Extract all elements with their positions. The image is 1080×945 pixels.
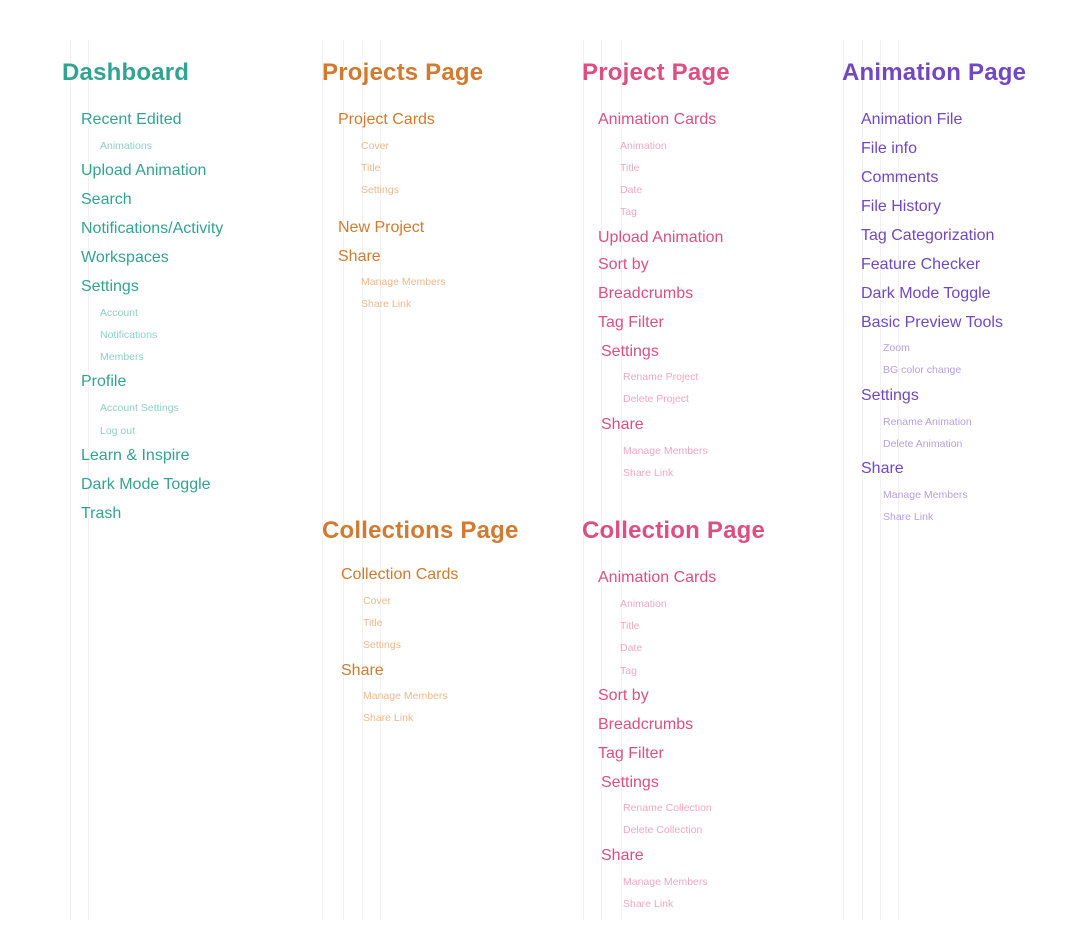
sub-item: Title [620,620,640,632]
sub-item: Cover [361,140,390,152]
guide-line [843,40,844,920]
sub-item: Notifications [100,329,158,341]
nav-item: File info [861,140,918,157]
nav-item: Trash [81,505,122,522]
guide-line [583,40,584,920]
nav-item: Settings [601,343,659,360]
nav-item: Animation Cards [598,569,717,586]
sub-item: BG color change [883,364,962,376]
nav-item: Dark Mode Toggle [81,476,211,493]
nav-item: Feature Checker [861,256,981,273]
sub-item: Tag [620,665,637,677]
sub-item: Tag [620,206,637,218]
guide-line [70,40,71,920]
nav-item: Settings [861,387,919,404]
sub-item: Title [620,162,640,174]
sub-item: Cover [363,595,392,607]
nav-item: Animation File [861,111,963,128]
guide-line [880,40,881,920]
sub-item: Delete Collection [623,824,703,836]
sub-item: Delete Animation [883,438,963,450]
nav-item: Tag Filter [598,314,664,331]
sub-item: Manage Members [623,876,708,888]
nav-item: Recent Edited [81,111,182,128]
sub-item: Rename Collection [623,802,712,814]
guide-line [343,40,344,920]
sub-item: Share Link [623,467,674,479]
sub-item: Share Link [623,898,674,910]
sub-item: Animation [620,140,667,152]
nav-item: Share [338,248,381,265]
sub-item: Animations [100,140,152,152]
nav-item: Learn & Inspire [81,447,190,464]
guide-line [898,40,899,920]
nav-item: Share [861,460,904,477]
sub-item: Title [363,617,383,629]
guide-line [380,40,381,920]
nav-item: Animation Cards [598,111,717,128]
nav-item: Sort by [598,687,649,704]
nav-item: Profile [81,373,127,390]
section-title: Collections Page [322,517,519,544]
nav-item: Settings [81,278,139,295]
nav-item: Upload Animation [81,162,207,179]
nav-item: Breadcrumbs [598,716,694,733]
sub-item: Settings [363,639,401,651]
sub-item: Animation [620,598,667,610]
sub-item: Settings [361,184,399,196]
sub-item: Log out [100,425,136,437]
sub-item: Members [100,351,144,363]
nav-item: Share [601,847,644,864]
sub-item: Manage Members [361,276,446,288]
sub-item: Share Link [363,712,414,724]
nav-item: Upload Animation [598,229,724,246]
sub-item: Rename Animation [883,416,972,428]
guide-line [88,40,89,920]
nav-item: Sort by [598,256,649,273]
section-title: Animation Page [842,59,1027,86]
nav-item: Share [341,662,384,679]
section-title: Dashboard [62,59,190,86]
sub-item: Date [620,642,643,654]
guide-line [862,40,863,920]
sub-item: Share Link [883,511,934,523]
sub-item: Manage Members [623,445,708,457]
nav-item: Project Cards [338,111,435,128]
nav-item: New Project [338,219,425,236]
nav-item: Breadcrumbs [598,285,694,302]
nav-item: Notifications/Activity [81,220,224,237]
nav-item: Basic Preview Tools [861,314,1003,331]
guide-line [621,40,622,920]
nav-item: File History [861,198,942,215]
sub-item: Manage Members [883,489,968,501]
guide-line [362,40,363,920]
sub-item: Account [100,307,138,319]
nav-item: Dark Mode Toggle [861,285,991,302]
section-title: Projects Page [322,59,484,86]
nav-item: Collection Cards [341,566,459,583]
sub-item: Zoom [883,342,910,354]
sub-item: Manage Members [363,690,448,702]
sub-item: Date [620,184,643,196]
nav-item: Tag Filter [598,745,664,762]
section-title: Project Page [582,59,730,86]
sub-item: Share Link [361,298,412,310]
nav-item: Settings [601,774,659,791]
nav-item: Share [601,416,644,433]
nav-item: Comments [861,169,939,186]
nav-item: Search [81,191,132,208]
sub-item: Account Settings [100,402,179,414]
nav-item: Workspaces [81,249,169,266]
nav-item: Tag Categorization [861,227,995,244]
sub-item: Title [361,162,381,174]
sub-item: Delete Project [623,393,689,405]
guide-line [601,40,602,920]
section-title: Collection Page [582,517,766,544]
guide-line [322,40,323,920]
sub-item: Rename Project [623,371,699,383]
